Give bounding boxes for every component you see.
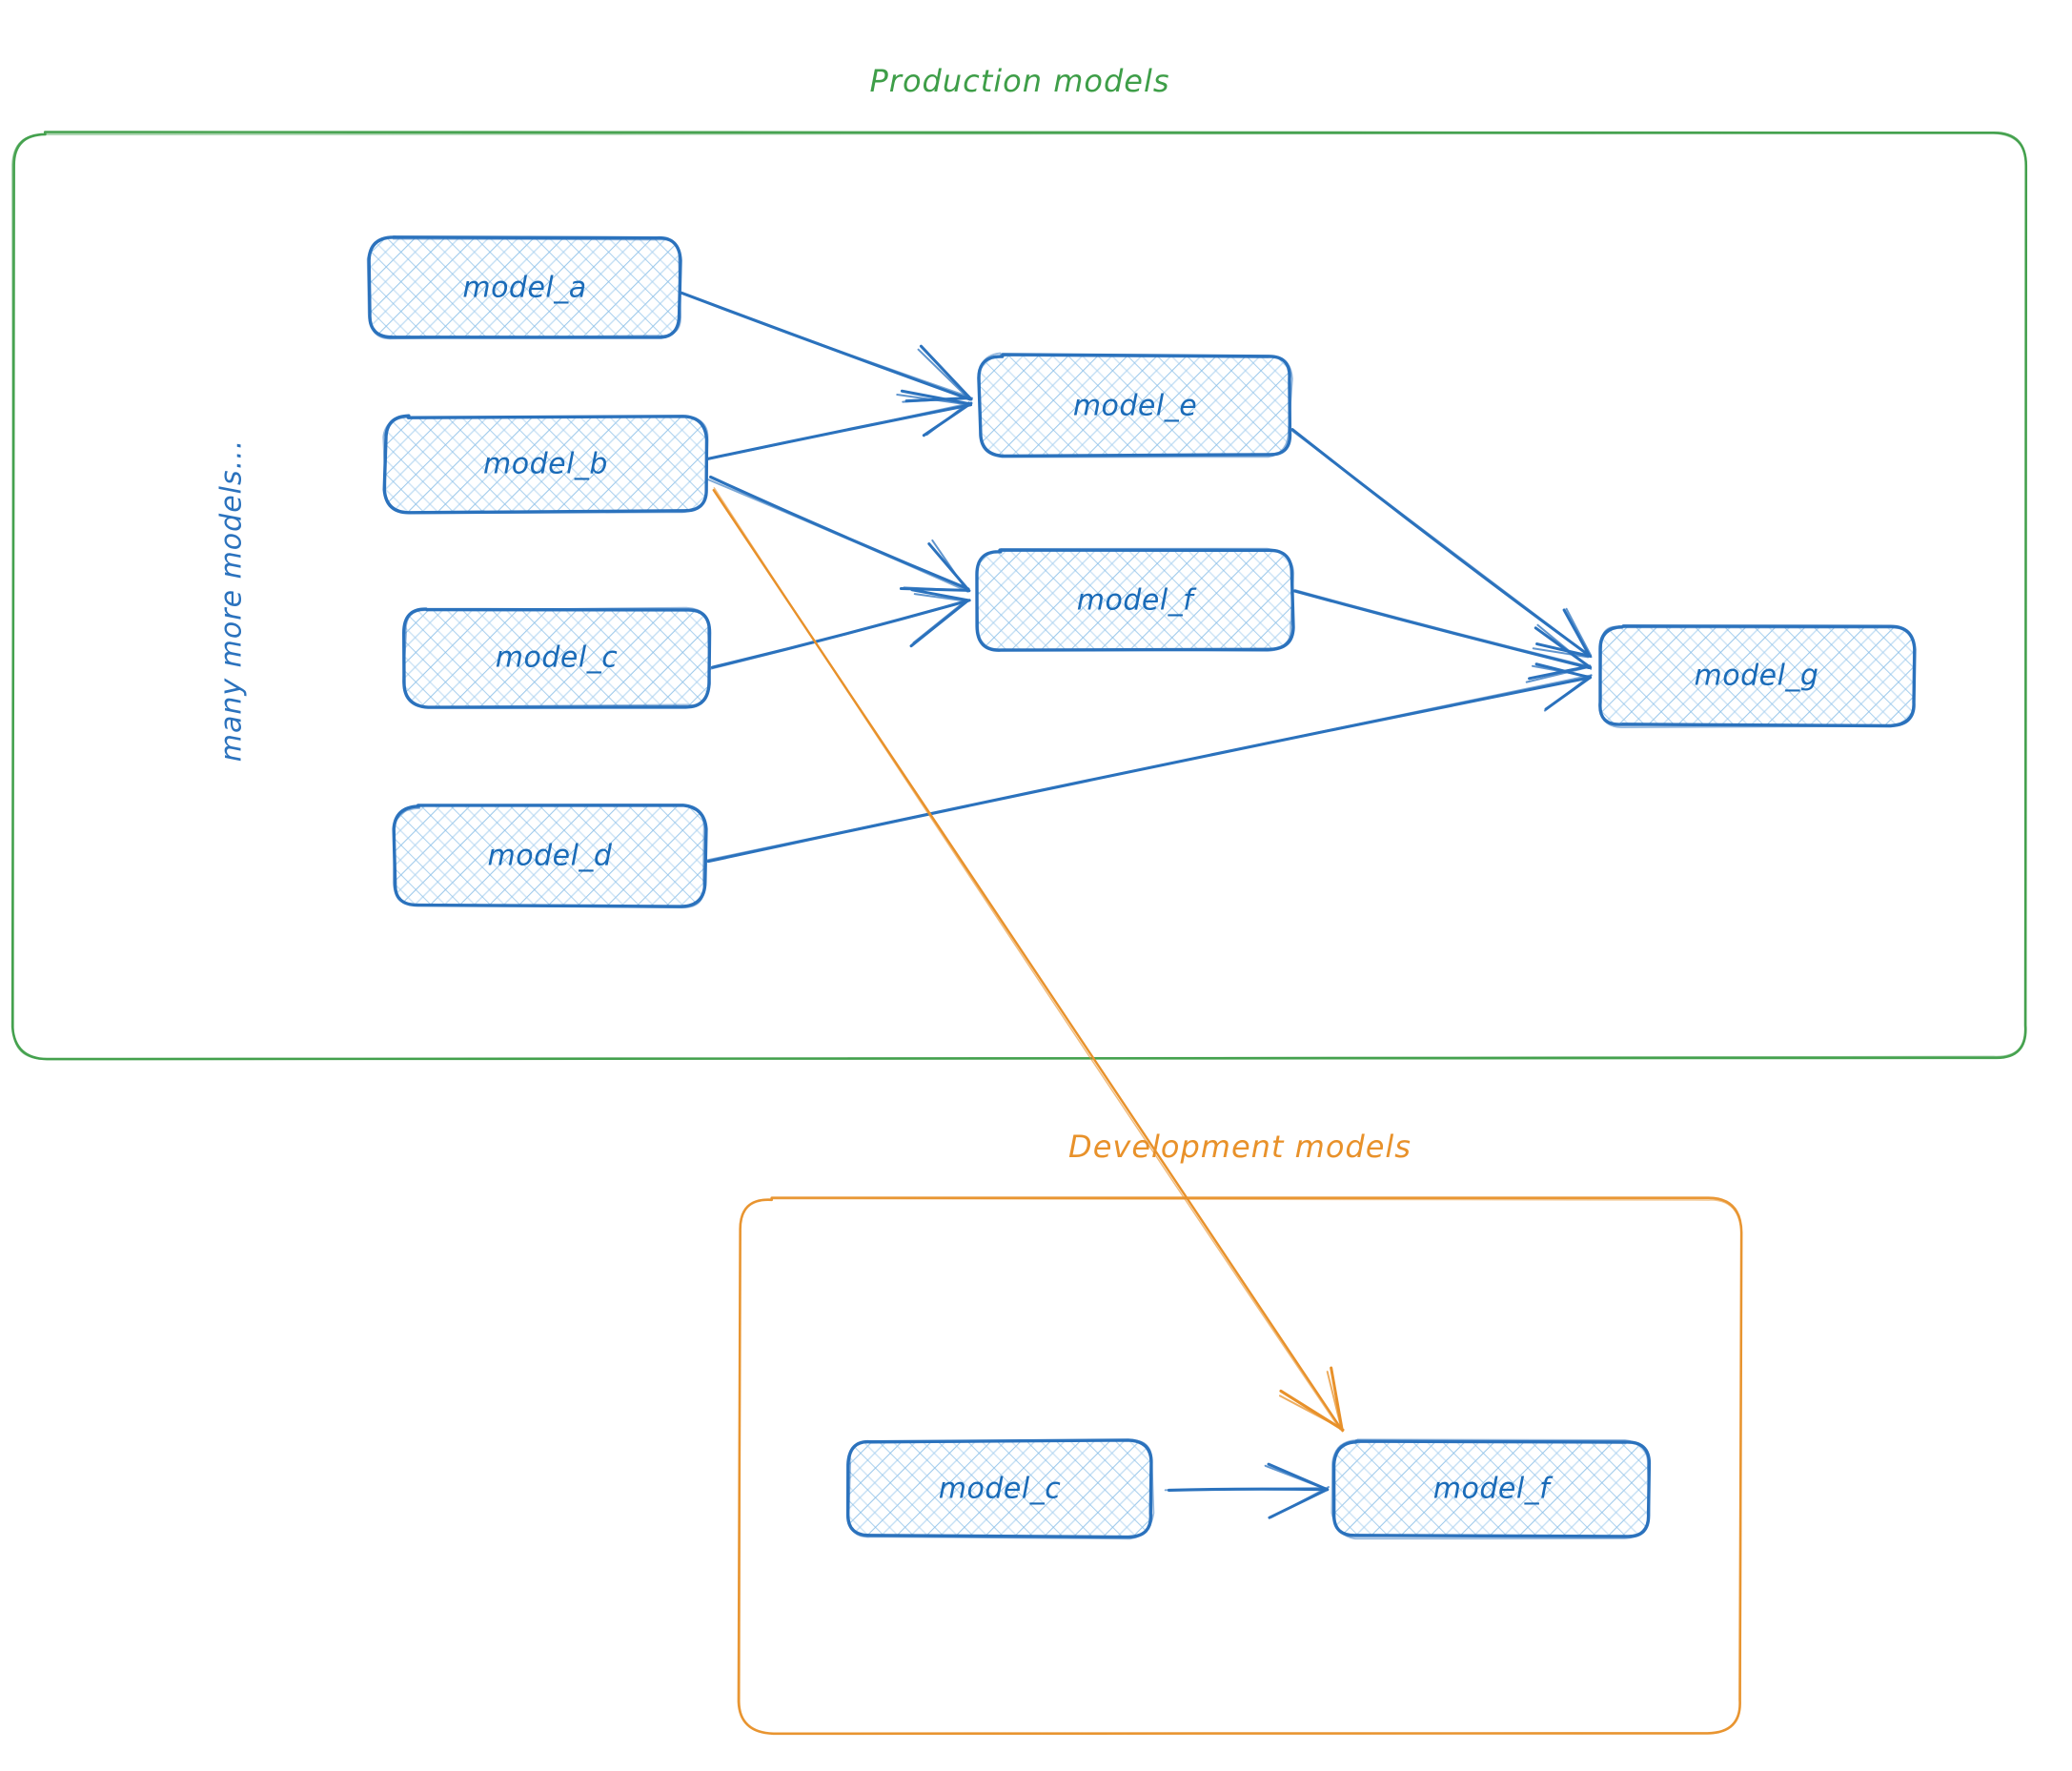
group-title-development: Development models <box>1068 1129 1412 1165</box>
node-prod_model_d[interactable] <box>392 804 708 909</box>
edge-a-to-e <box>680 291 973 403</box>
node-prod_model_f[interactable] <box>975 547 1295 652</box>
edge-c-to-f <box>709 588 971 670</box>
group-containers <box>10 131 2028 1736</box>
edge-d-to-g <box>705 662 1593 864</box>
edge-e-to-g <box>1289 428 1593 659</box>
node-dev_model_c[interactable] <box>845 1438 1155 1540</box>
edges <box>680 291 1593 1519</box>
nodes <box>366 235 1917 1540</box>
node-prod_model_a[interactable] <box>366 235 682 340</box>
node-dev_model_f[interactable] <box>1331 1438 1652 1540</box>
group-title-production: Production models <box>869 63 1170 99</box>
node-prod_model_e[interactable] <box>977 352 1293 458</box>
group-development <box>737 1196 1743 1736</box>
edge-b-to-f <box>707 475 971 593</box>
node-prod_model_b[interactable] <box>382 414 709 515</box>
edge-devc-to-devf <box>1164 1462 1330 1519</box>
edge-f-to-g <box>1292 589 1593 683</box>
node-prod_model_c[interactable] <box>402 606 712 709</box>
group-production <box>10 131 2028 1061</box>
node-prod_model_g[interactable] <box>1598 624 1917 728</box>
side-note-many-more-models: many more models... <box>214 438 249 763</box>
edge-b-to-e <box>706 389 973 460</box>
edge-b-to-dev-f <box>712 487 1345 1433</box>
